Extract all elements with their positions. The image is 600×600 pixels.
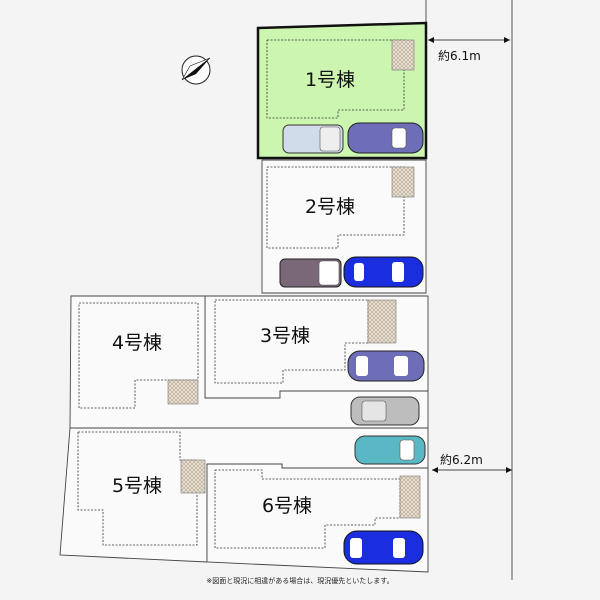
dimension-bottom: 約6.2m (432, 452, 512, 473)
car (350, 396, 420, 426)
lot-6-label: 6号棟 (262, 495, 312, 517)
car (347, 350, 425, 382)
lot-1-label: 1号棟 (305, 69, 355, 91)
svg-text:約6.2m: 約6.2m (440, 452, 483, 467)
car (282, 124, 344, 154)
footnote: ※図面と現況に相違がある場合は、現況優先といたします。 (206, 576, 393, 585)
lot-3-label: 3号棟 (260, 325, 310, 347)
lot-4-label: 4号棟 (112, 332, 162, 354)
car (347, 122, 424, 154)
car (279, 258, 342, 288)
car (343, 530, 424, 565)
car (343, 256, 424, 288)
car (354, 435, 426, 465)
svg-text:約6.1m: 約6.1m (438, 48, 481, 63)
lot-2-label: 2号棟 (305, 196, 355, 218)
dimension-top: 約6.1m (428, 37, 510, 63)
north-arrow-icon (181, 55, 211, 85)
lot-5-label: 5号棟 (112, 475, 162, 497)
